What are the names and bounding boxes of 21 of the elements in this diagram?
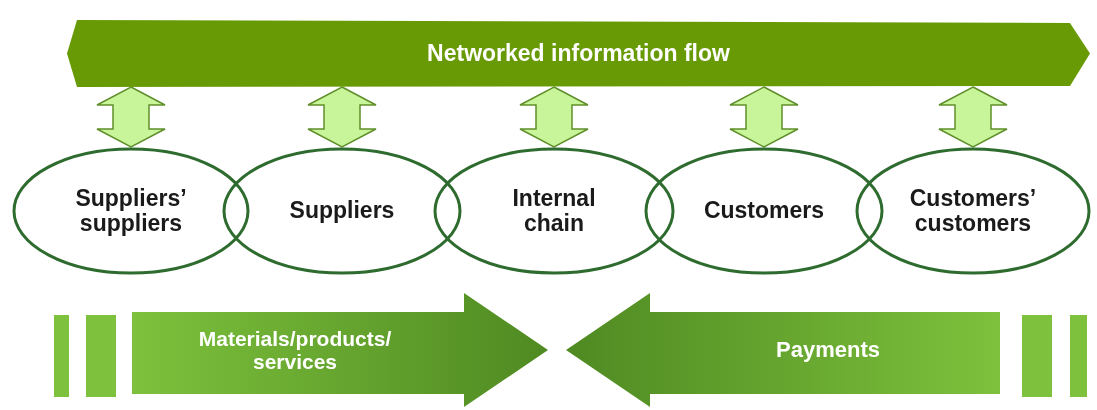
node-label: Internal chain: [511, 185, 597, 237]
double-arrow: [96, 86, 166, 148]
double-arrow: [938, 86, 1008, 148]
node-label: Payments: [776, 337, 880, 363]
ellipse-node: [222, 147, 462, 275]
node-label: Suppliers: [289, 198, 395, 224]
double-arrow-band: [67, 20, 1090, 87]
node-label: Customers’ customers: [908, 185, 1038, 237]
pointed-banner: [566, 293, 1000, 407]
node-label: Networked information flow: [427, 40, 730, 67]
ellipse-node: [433, 147, 675, 275]
double-arrow: [307, 86, 377, 148]
ellipse-node: [644, 147, 884, 275]
double-arrow: [519, 86, 589, 148]
pointed-banner: [132, 293, 548, 407]
node-label: Materials/products/ services: [197, 326, 393, 374]
node-label: Customers: [703, 198, 825, 224]
double-arrow: [729, 86, 799, 148]
ellipse-node: [855, 147, 1091, 275]
ellipse-node: [12, 147, 250, 275]
node-label: Suppliers’ suppliers: [74, 185, 188, 237]
